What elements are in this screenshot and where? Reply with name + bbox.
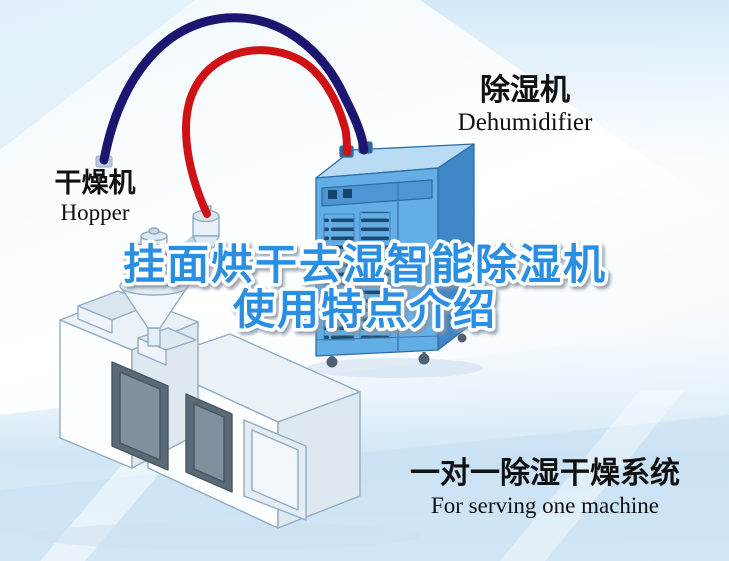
indicator-square-1 — [328, 190, 337, 199]
band-top-left — [0, 0, 195, 150]
dehumidifier-illustration — [315, 141, 475, 368]
system-label-cn: 一对一除湿干燥系统 — [410, 456, 680, 490]
return-air-pipe — [99, 13, 369, 165]
indicator-square-2 — [343, 189, 352, 198]
band-bottom — [0, 325, 729, 561]
extruder-machine-illustration — [59, 205, 361, 529]
system-label-en: For serving one machine — [431, 493, 659, 518]
dry-air-pipe — [182, 46, 351, 218]
casters — [326, 333, 467, 368]
machine-shadow — [30, 522, 420, 550]
title-line-1: 挂面烘干去湿智能除湿机 — [123, 241, 607, 288]
dehumidifier-label-en: Dehumidifier — [458, 109, 593, 136]
title-line-2: 使用特点介绍 — [233, 286, 497, 333]
vent-grille-right — [359, 211, 391, 339]
control-strip — [321, 179, 433, 207]
machine-recessed-inner — [251, 429, 299, 511]
streak-2 — [500, 390, 685, 561]
vent-grille-left — [323, 213, 355, 341]
main-title: 挂面烘干去湿智能除湿机 使用特点介绍 — [119, 238, 608, 337]
door-handle — [405, 245, 423, 271]
hopper-label-en: Hopper — [61, 200, 130, 225]
band-top-right — [420, 0, 729, 215]
bottom-seam — [315, 335, 439, 341]
dehumidifier-label-cn: 除湿机 — [480, 73, 570, 107]
dehumidifier-shadow — [307, 358, 483, 378]
machine-door-panels — [111, 361, 233, 493]
hopper-label-cn: 干燥机 — [55, 168, 136, 198]
hopper-assembly — [119, 227, 189, 347]
pipes — [95, 13, 369, 218]
